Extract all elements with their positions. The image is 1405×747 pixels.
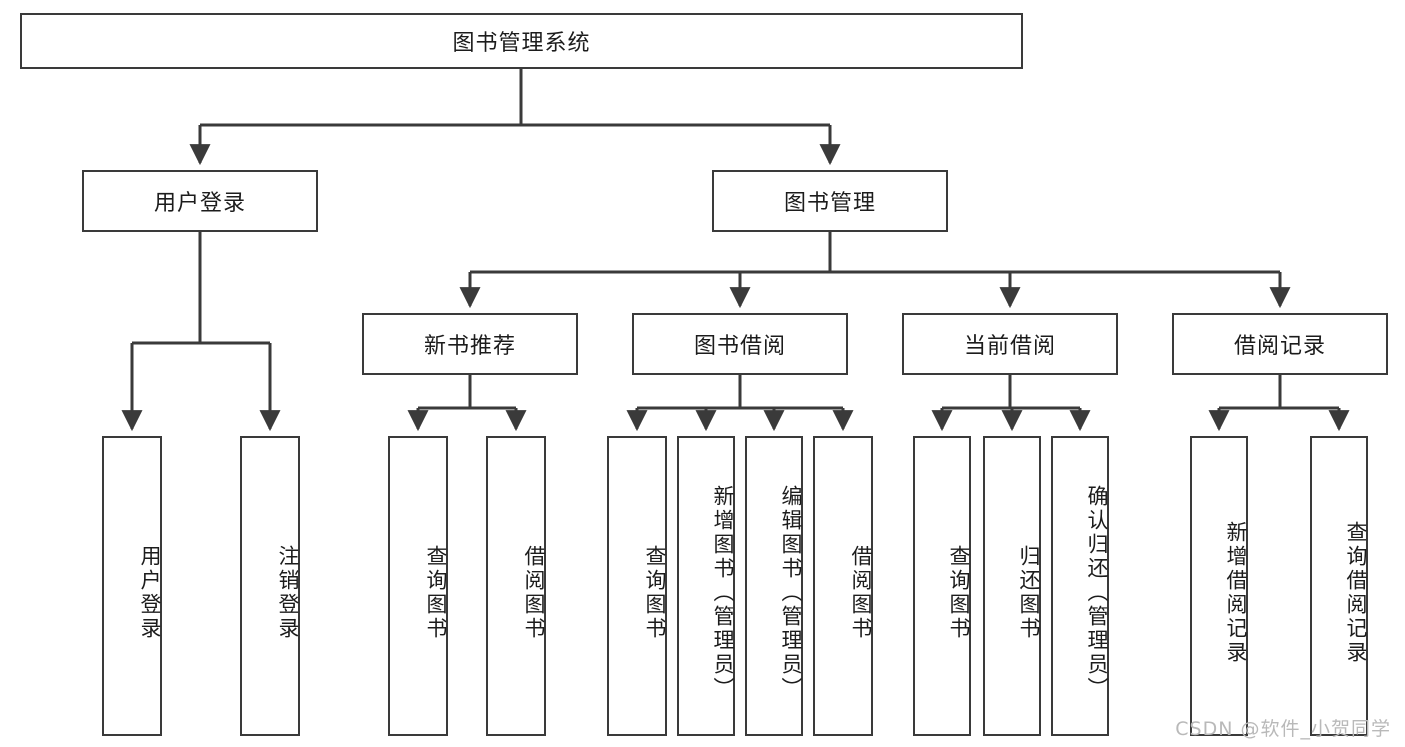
- leaf-return-book[interactable]: 归还图书: [983, 436, 1041, 736]
- leaf-query-borrow-record[interactable]: 查询借阅记录: [1310, 436, 1368, 736]
- node-book-borrow[interactable]: 图书借阅: [632, 313, 848, 375]
- leaf-add-borrow-record[interactable]: 新增借阅记录: [1190, 436, 1248, 736]
- leaf-query-borrow-record-label: 查询借阅记录: [1344, 521, 1368, 665]
- node-book-management[interactable]: 图书管理: [712, 170, 948, 232]
- leaf-query-book-current[interactable]: 查询图书: [913, 436, 971, 736]
- leaf-query-book-borrow[interactable]: 查询图书: [607, 436, 667, 736]
- leaf-edit-book-admin-label: 编辑图书（管理员）: [779, 485, 803, 701]
- node-book-borrow-label: 图书借阅: [693, 334, 786, 359]
- leaf-query-book-recommend-label: 查询图书: [424, 545, 448, 641]
- leaf-borrow-book[interactable]: 借阅图书: [813, 436, 873, 736]
- leaf-borrow-book-recommend-label: 借阅图书: [522, 545, 546, 641]
- node-borrow-record-label: 借阅记录: [1233, 334, 1326, 359]
- leaf-query-book-recommend[interactable]: 查询图书: [388, 436, 448, 736]
- node-root-label: 图书管理系统: [452, 31, 591, 56]
- leaf-confirm-return-admin-label: 确认归还（管理员）: [1085, 485, 1109, 701]
- node-borrow-record[interactable]: 借阅记录: [1172, 313, 1388, 375]
- node-current-borrow[interactable]: 当前借阅: [902, 313, 1118, 375]
- leaf-add-borrow-record-label: 新增借阅记录: [1224, 521, 1248, 665]
- watermark: CSDN @软件_小贺同学: [1175, 718, 1391, 740]
- leaf-user-login[interactable]: 用户登录: [102, 436, 162, 736]
- leaf-return-book-label: 归还图书: [1017, 545, 1041, 641]
- leaf-confirm-return-admin[interactable]: 确认归还（管理员）: [1051, 436, 1109, 736]
- leaf-borrow-book-recommend[interactable]: 借阅图书: [486, 436, 546, 736]
- leaf-add-book-admin-label: 新增图书（管理员）: [711, 485, 735, 701]
- node-book-management-label: 图书管理: [783, 191, 876, 216]
- leaf-add-book-admin[interactable]: 新增图书（管理员）: [677, 436, 735, 736]
- node-user-login-label: 用户登录: [153, 191, 246, 216]
- leaf-borrow-book-label: 借阅图书: [849, 545, 873, 641]
- node-current-borrow-label: 当前借阅: [963, 334, 1056, 359]
- leaf-user-login-label: 用户登录: [138, 545, 162, 641]
- node-user-login[interactable]: 用户登录: [82, 170, 318, 232]
- leaf-user-logout[interactable]: 注销登录: [240, 436, 300, 736]
- leaf-edit-book-admin[interactable]: 编辑图书（管理员）: [745, 436, 803, 736]
- leaf-query-book-borrow-label: 查询图书: [643, 545, 667, 641]
- node-new-book-recommend-label: 新书推荐: [423, 334, 516, 359]
- leaf-query-book-current-label: 查询图书: [947, 545, 971, 641]
- node-root[interactable]: 图书管理系统: [20, 13, 1023, 69]
- leaf-user-logout-label: 注销登录: [276, 545, 300, 641]
- node-new-book-recommend[interactable]: 新书推荐: [362, 313, 578, 375]
